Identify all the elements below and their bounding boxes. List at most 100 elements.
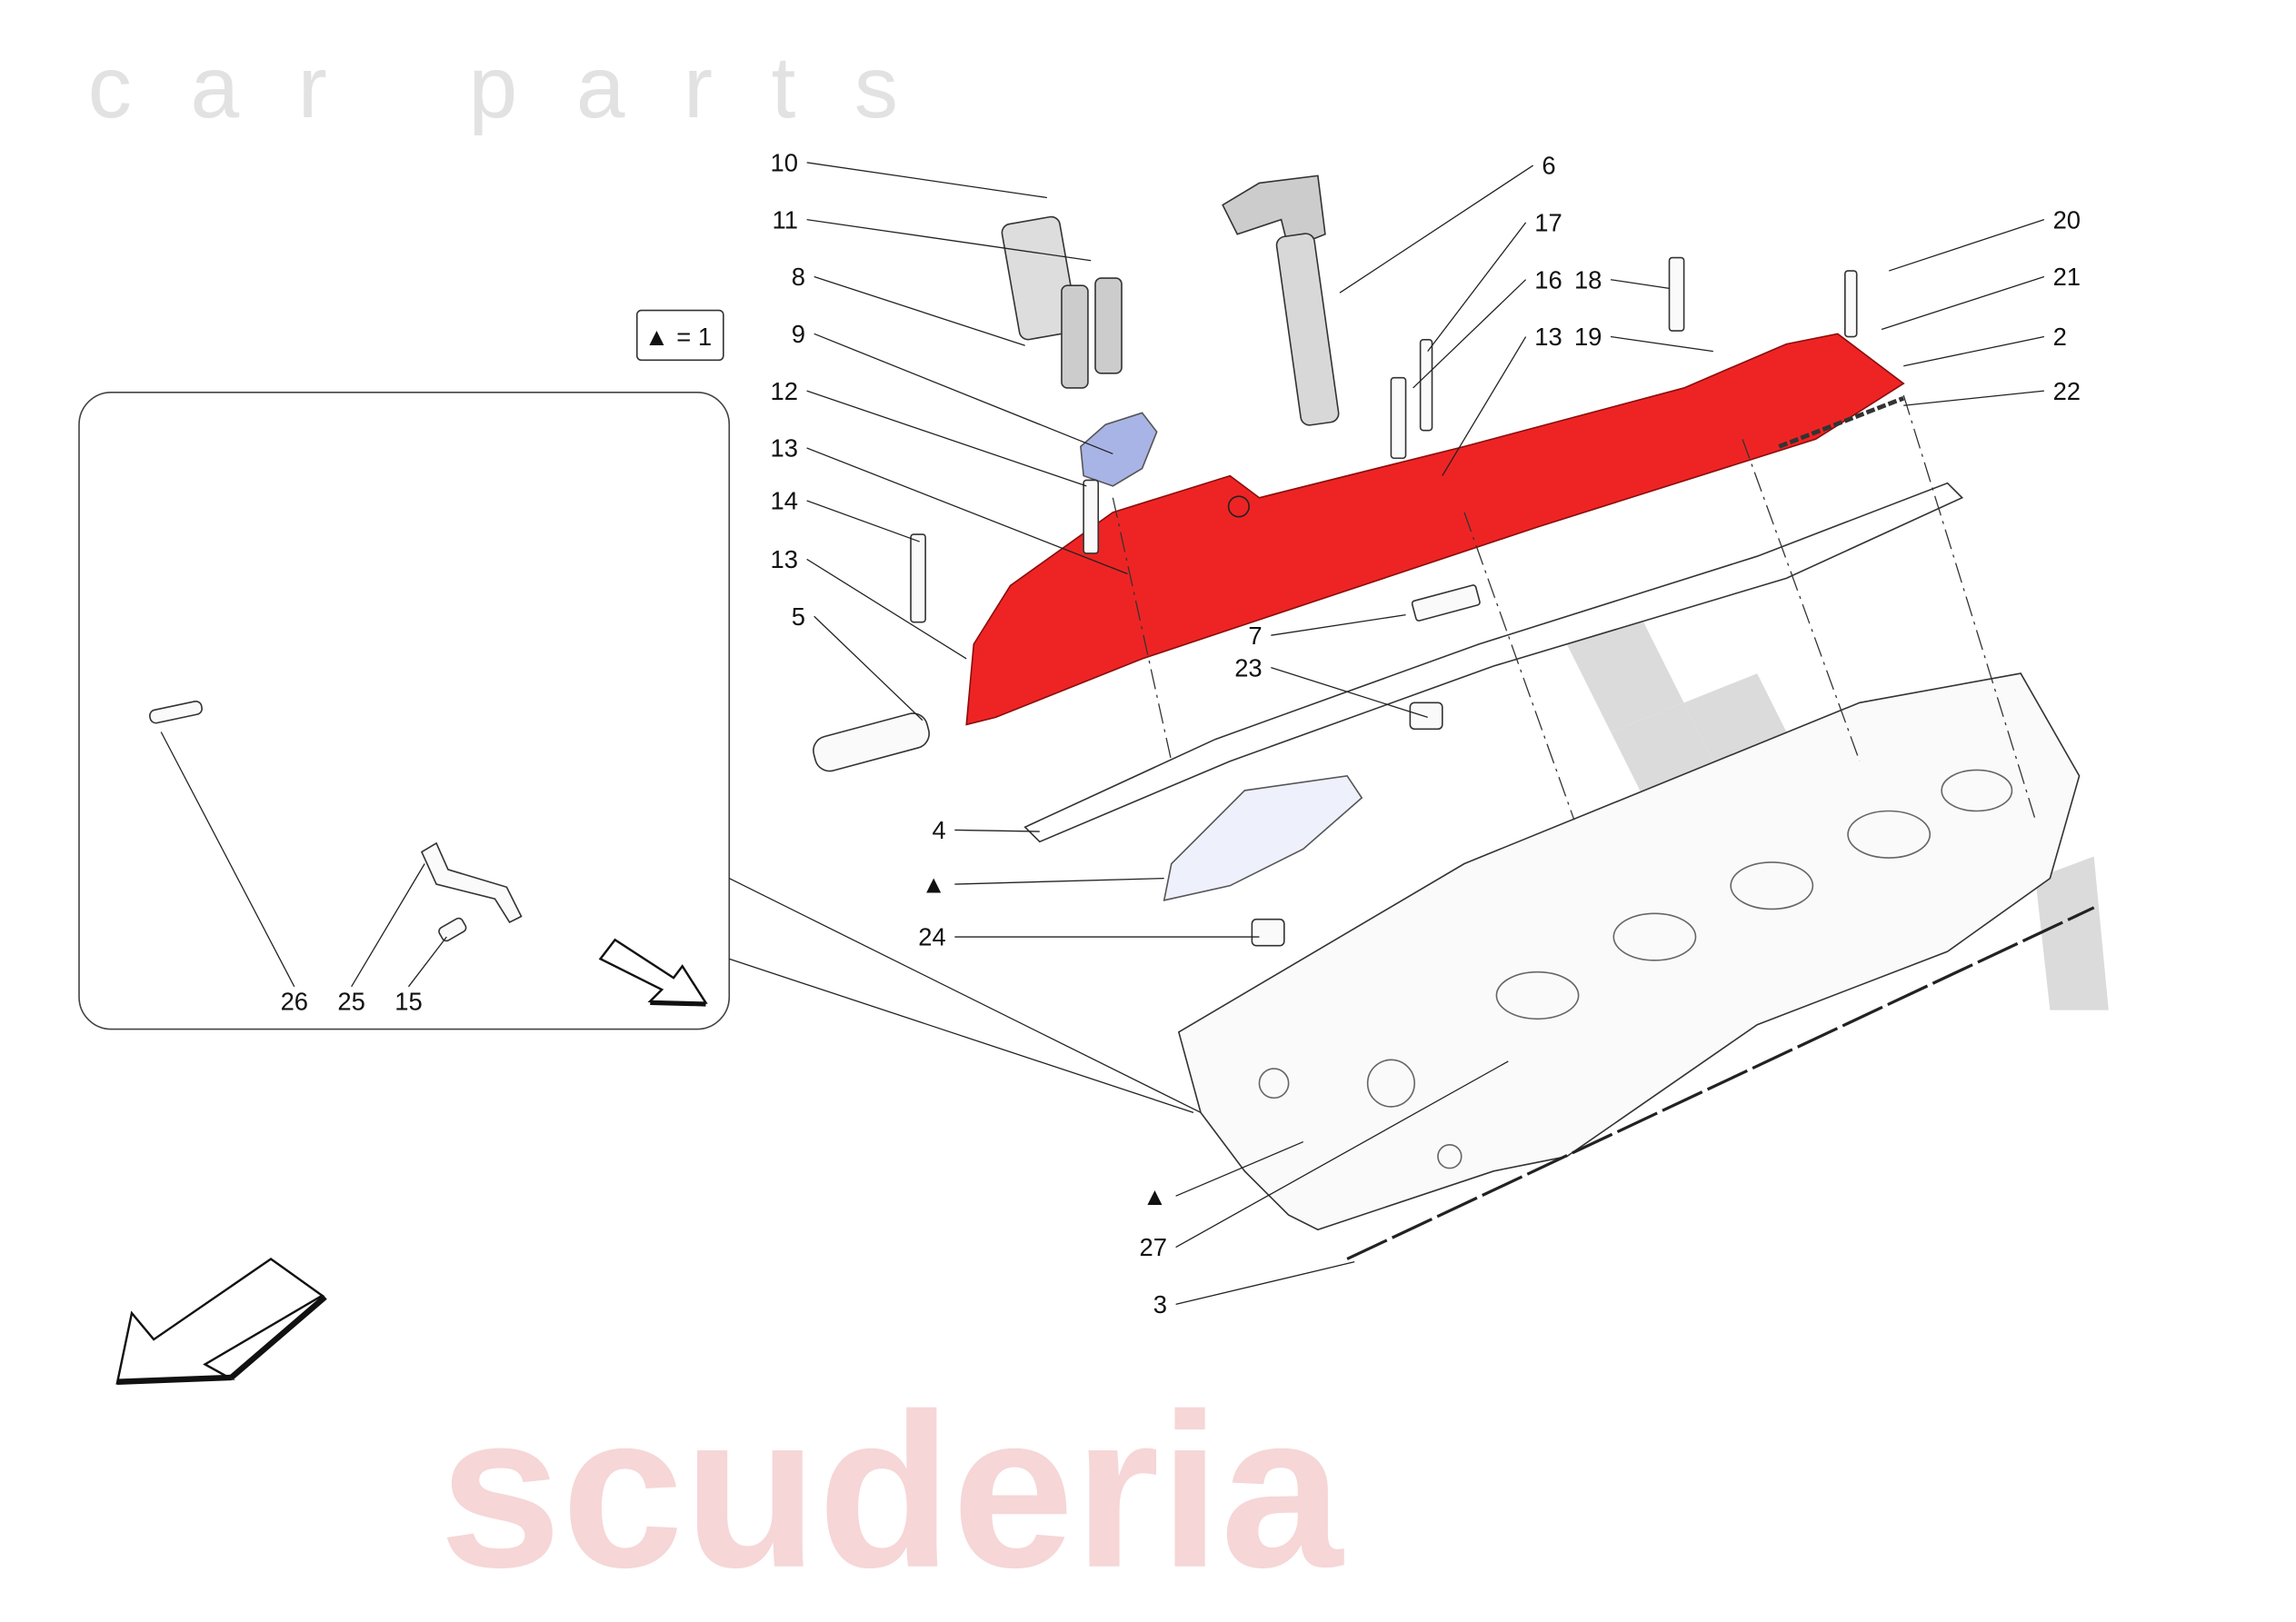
ignition-coil-part bbox=[1222, 174, 1340, 426]
leader-line bbox=[1881, 275, 2045, 331]
callout-8: 8 bbox=[792, 263, 1025, 346]
leader-line bbox=[1175, 1140, 1304, 1197]
leader-line bbox=[351, 863, 425, 988]
leader-line bbox=[1903, 390, 2044, 406]
seal-part bbox=[1080, 412, 1158, 487]
callout-21: 21 bbox=[1881, 263, 2081, 331]
callout-label: 24 bbox=[918, 923, 945, 951]
solenoid-valve-part bbox=[1001, 215, 1123, 389]
watermark-sub: car parts bbox=[88, 39, 957, 136]
callout-label: 16 bbox=[1534, 265, 1562, 294]
callout-label: 14 bbox=[771, 487, 798, 515]
leader-line bbox=[954, 829, 1040, 832]
callout-label: 19 bbox=[1574, 323, 1602, 351]
callout-label: 27 bbox=[1139, 1233, 1166, 1261]
callout-label: 11 bbox=[773, 205, 798, 234]
callout-12: 12 bbox=[771, 377, 1087, 487]
inset-direction-arrow-icon bbox=[598, 938, 708, 1007]
callout-label: 7 bbox=[1248, 622, 1262, 650]
watermark-brand: scuderia bbox=[439, 1368, 1343, 1614]
callout-label: 9 bbox=[792, 320, 805, 348]
leader-line bbox=[1903, 335, 2045, 367]
callout-2: 2 bbox=[1903, 323, 2067, 367]
leader-line bbox=[1271, 613, 1406, 636]
callout-label: 22 bbox=[2053, 377, 2081, 405]
gasket-part bbox=[1023, 482, 1964, 843]
bolt-part bbox=[438, 917, 467, 942]
callout-13: 13 bbox=[771, 545, 967, 660]
callout-label: 13 bbox=[1534, 323, 1562, 351]
callout-24: 24 bbox=[918, 923, 1260, 951]
leader-line bbox=[1175, 1261, 1355, 1306]
callout-label: ▲ bbox=[1143, 1182, 1167, 1210]
callout-label: 17 bbox=[1534, 209, 1562, 237]
leader-line bbox=[954, 877, 1164, 885]
callout-6: 6 bbox=[1339, 152, 1556, 294]
callout-label: 13 bbox=[771, 545, 798, 573]
callout-4: 4 bbox=[932, 816, 1040, 844]
callout-triangle: ▲ bbox=[1143, 1140, 1304, 1210]
plug-part bbox=[813, 712, 930, 772]
leader-line bbox=[1442, 336, 1527, 476]
callout-label: 2 bbox=[2053, 323, 2067, 351]
callout-label: 8 bbox=[792, 263, 805, 291]
legend-box: ▲ = 1 bbox=[635, 309, 724, 362]
cylinder-head-part bbox=[1177, 672, 2095, 1260]
leader-line bbox=[806, 219, 1092, 262]
callout-27: 27 bbox=[1139, 1060, 1509, 1261]
inset-detail bbox=[78, 391, 1202, 1113]
bracket-part bbox=[1411, 584, 1481, 622]
leader-line bbox=[1339, 164, 1534, 294]
callout-label: 18 bbox=[1574, 265, 1602, 294]
leader-line bbox=[1427, 222, 1527, 353]
leader-line bbox=[1271, 667, 1428, 719]
callout-13: 13 bbox=[1442, 323, 1562, 476]
callout-26: 26 bbox=[160, 731, 308, 1016]
callout-13: 13 bbox=[771, 434, 1128, 575]
bolt-part bbox=[910, 533, 926, 623]
callout-label: 4 bbox=[932, 816, 945, 844]
callout-label: 3 bbox=[1153, 1290, 1167, 1318]
callout-19: 19 bbox=[1574, 323, 1713, 353]
callout-16: 16 bbox=[1413, 265, 1562, 389]
bolt-part bbox=[1419, 338, 1433, 432]
leader-line bbox=[1888, 219, 2045, 272]
callout-7: 7 bbox=[1248, 613, 1406, 650]
nut-part bbox=[1251, 918, 1285, 947]
direction-arrow-icon bbox=[115, 1257, 327, 1385]
callout-5: 5 bbox=[792, 602, 923, 721]
callout-triangle: ▲ bbox=[922, 871, 1164, 899]
leader-line bbox=[806, 390, 1087, 487]
callout-3: 3 bbox=[1153, 1261, 1355, 1318]
callout-15: 15 bbox=[394, 936, 447, 1016]
leader-line bbox=[160, 731, 295, 988]
cam-cover-part bbox=[965, 333, 1905, 726]
bearing-cap-part bbox=[1163, 774, 1363, 901]
leader-line bbox=[814, 275, 1025, 346]
callout-label: 26 bbox=[281, 988, 308, 1016]
callout-10: 10 bbox=[771, 149, 1047, 199]
callout-label: 23 bbox=[1234, 653, 1262, 682]
callout-label: ▲ bbox=[922, 871, 946, 899]
callout-label: 21 bbox=[2053, 263, 2081, 291]
leader-line bbox=[806, 558, 967, 660]
callout-label: 6 bbox=[1542, 152, 1555, 180]
callout-23: 23 bbox=[1234, 653, 1428, 719]
leader-line bbox=[806, 447, 1128, 575]
callout-label: 15 bbox=[394, 988, 422, 1016]
leader-line bbox=[1175, 1060, 1509, 1249]
callout-layer: 1011891213141356171613181920212227234▲24… bbox=[160, 149, 2081, 1318]
leader-line bbox=[1413, 279, 1527, 389]
pin-part bbox=[149, 701, 203, 724]
callout-14: 14 bbox=[771, 487, 920, 542]
bolt-part bbox=[1390, 376, 1407, 460]
bracket-part bbox=[420, 841, 523, 923]
bolt-part bbox=[1083, 479, 1100, 554]
callout-label: 5 bbox=[792, 602, 805, 631]
leader-line bbox=[814, 615, 923, 721]
callout-9: 9 bbox=[792, 320, 1113, 455]
legend-text: = 1 bbox=[676, 323, 712, 351]
legend-symbol: ▲ bbox=[644, 323, 669, 351]
callout-25: 25 bbox=[337, 863, 425, 1016]
